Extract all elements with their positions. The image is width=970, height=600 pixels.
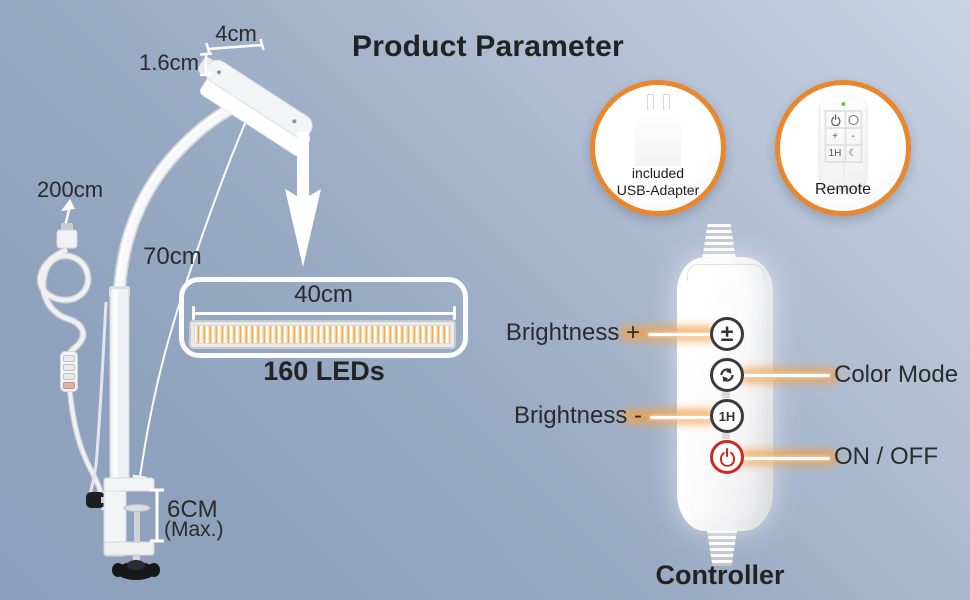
led-strip — [189, 320, 456, 349]
led-measure-tick-left — [192, 306, 195, 320]
clamp-opening-measure-line — [150, 488, 164, 543]
callout-line-brightness-up — [648, 333, 710, 336]
callout-line-color-mode — [744, 374, 830, 377]
led-width-label: 40cm — [294, 281, 353, 308]
remote-caption: Remote — [814, 180, 872, 198]
usb-adapter-badge: included USB-Adapter — [590, 80, 726, 216]
power-button — [710, 440, 744, 474]
plus-minus-icon: ± — [720, 319, 734, 346]
remote-badge: + - 1H ☾ Remote — [775, 80, 911, 216]
led-segments — [194, 325, 451, 344]
lamp-head — [198, 57, 313, 156]
brightness-up-label: Brightness + — [505, 319, 640, 346]
plug-prong — [662, 94, 670, 111]
clamp-opening-note: (Max.) — [164, 518, 224, 541]
indicator-slot — [722, 392, 730, 398]
plug-body — [635, 110, 681, 166]
mini-button — [63, 372, 75, 380]
indicator-slot — [722, 433, 730, 439]
usb-adapter-icon — [635, 94, 681, 166]
remote-minus-button: - — [845, 128, 861, 145]
led-count-label: 160 LEDs — [263, 356, 385, 386]
controller-top-connector — [702, 224, 736, 260]
remote-icon: + - 1H ☾ — [820, 97, 866, 188]
head-thickness-label: 1.6cm — [139, 50, 199, 75]
plug-prong — [646, 94, 654, 111]
cable-length-label: 200cm — [37, 177, 104, 202]
usb-plug-icon — [56, 223, 78, 249]
head-width-label: 4cm — [215, 21, 257, 46]
controller-facet — [687, 264, 765, 281]
brightness-down-label: Brightness - — [513, 402, 642, 429]
remote-seam — [843, 159, 844, 177]
gooseneck-arm — [112, 92, 257, 307]
cable-length-arrow — [61, 199, 75, 227]
inline-cord-controller — [60, 351, 78, 392]
remote-moon-icon: ☾ — [845, 145, 861, 162]
mini-button — [63, 363, 75, 371]
controller-caption: Controller — [655, 560, 785, 590]
led-measure-tick-right — [453, 306, 456, 320]
brightness-button: ± — [710, 317, 744, 351]
head-width-measure-line — [205, 38, 265, 55]
mini-button — [63, 354, 75, 362]
power-label: ON / OFF — [834, 443, 938, 470]
color-cycle-icon — [720, 368, 734, 382]
power-icon — [718, 448, 736, 467]
pole-cable — [88, 301, 108, 495]
neck-height-label: 70cm — [143, 243, 202, 270]
remote-led-dot — [841, 102, 845, 106]
remote-power-icon — [825, 111, 845, 128]
led-detail-box — [179, 277, 468, 358]
page-title: Product Parameter — [352, 30, 624, 63]
mini-power-button — [63, 381, 75, 389]
lamp-pole — [109, 286, 130, 489]
detail-down-arrow — [285, 132, 321, 267]
color-mode-button — [710, 358, 744, 392]
color-mode-label: Color Mode — [834, 361, 959, 388]
remote-plus-button: + — [825, 128, 845, 145]
led-width-measure-line — [193, 312, 455, 315]
remote-buttons: + - 1H ☾ — [824, 110, 862, 163]
remote-color-cycle-icon — [845, 111, 861, 128]
usb-adapter-caption: included USB-Adapter — [616, 165, 700, 199]
clamp-opening-label: 6CM — [167, 496, 218, 523]
timer-1h-icon: 1H — [718, 408, 736, 424]
callout-line-power — [744, 457, 830, 460]
desk-clamp — [86, 477, 160, 580]
callout-line-brightness-down — [650, 416, 710, 419]
remote-timer-button: 1H — [825, 145, 845, 162]
timer-button: 1H — [710, 399, 744, 433]
head-thickness-measure-line — [199, 52, 213, 77]
